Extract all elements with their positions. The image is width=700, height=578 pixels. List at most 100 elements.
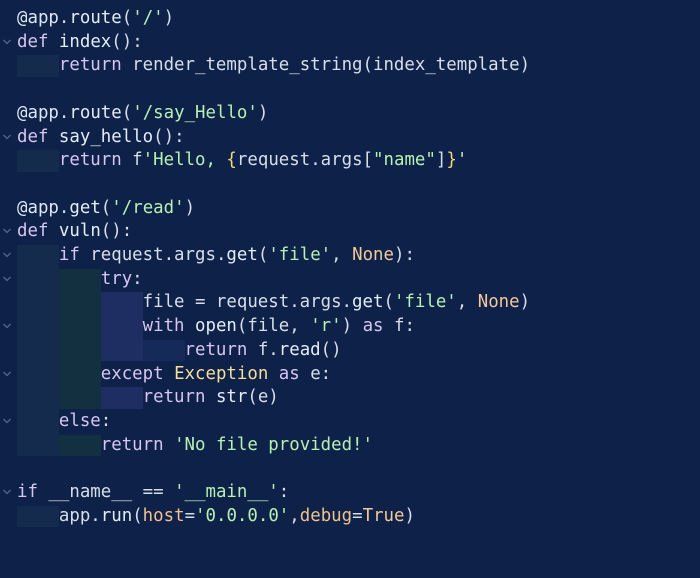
chevron-down-icon[interactable] — [2, 132, 12, 144]
code-token: f — [121, 150, 143, 171]
code-token: get — [69, 197, 101, 218]
code-token: ' — [456, 150, 468, 171]
chevron-down-icon[interactable] — [2, 226, 12, 238]
code-token: 'r' — [310, 316, 342, 337]
code-token: return — [58, 55, 122, 76]
code-token: : — [132, 268, 143, 289]
code-token: file = request.args. — [142, 292, 353, 313]
code-token: except — [100, 363, 164, 384]
code-token: , — [331, 245, 353, 265]
code-line[interactable]: with open(file, 'r') as f: — [143, 314, 415, 338]
code-token: index — [58, 31, 112, 52]
code-line[interactable]: @app.route('/say_Hello') — [17, 101, 268, 125]
code-line[interactable]: return f'Hello, {request.args["name"]}' — [59, 148, 467, 172]
code-line[interactable]: return str(e) — [143, 385, 279, 409]
code-token: f: — [383, 316, 415, 337]
code-token: Exception — [174, 363, 269, 384]
code-token: 'file' — [393, 292, 457, 313]
code-token: 'file' — [268, 245, 332, 265]
code-token: . — [58, 8, 70, 28]
code-token: ) — [184, 197, 196, 218]
code-token: (): — [153, 126, 185, 147]
code-token: (file, — [236, 316, 311, 337]
code-token: : — [278, 482, 290, 502]
code-line[interactable]: except Exception as e: — [101, 362, 331, 386]
code-token: ( — [121, 102, 133, 123]
code-token: ] — [435, 150, 447, 171]
code-token — [205, 387, 215, 407]
indent-guide — [100, 387, 143, 409]
code-token: debug — [299, 505, 353, 526]
code-token: ( — [121, 8, 133, 28]
code-token: route — [69, 8, 122, 28]
code-token: (): — [100, 221, 133, 242]
code-token: return — [58, 150, 122, 171]
code-line[interactable]: def vuln(): — [17, 219, 132, 243]
code-line[interactable]: def index(): — [17, 30, 143, 54]
code-token — [268, 364, 278, 384]
code-token: , — [456, 292, 478, 313]
code-line[interactable]: app.run(host='0.0.0.0',debug=True) — [59, 504, 415, 528]
code-token: ( — [100, 197, 112, 218]
code-token: '/read' — [111, 197, 185, 218]
code-line[interactable]: if request.args.get('file', None): — [59, 243, 415, 267]
code-token: route — [69, 102, 122, 123]
code-token: def — [17, 31, 49, 52]
code-token: def — [17, 126, 49, 147]
code-token: ) — [341, 316, 363, 337]
code-token: return — [100, 434, 164, 455]
code-token: def — [17, 221, 49, 242]
code-token: "name" — [373, 150, 436, 171]
code-line[interactable]: return render_template_string(index_temp… — [59, 53, 530, 77]
code-token: ( — [257, 245, 269, 265]
code-token: str — [215, 387, 248, 408]
code-token: , — [289, 505, 300, 526]
indent-guide — [58, 268, 101, 409]
code-token: ( — [132, 505, 143, 526]
code-token: return — [142, 387, 206, 408]
code-line[interactable]: return 'No file provided!' — [101, 433, 373, 457]
chevron-down-icon[interactable] — [2, 250, 12, 262]
chevron-down-icon[interactable] — [2, 369, 12, 381]
code-line[interactable]: def say_hello(): — [17, 125, 185, 149]
code-token: as — [278, 363, 300, 384]
code-line[interactable]: @app.get('/read') — [17, 196, 195, 220]
chevron-down-icon[interactable] — [2, 274, 12, 286]
code-token: read — [278, 339, 321, 360]
code-token: . — [58, 102, 70, 123]
chevron-down-icon[interactable] — [2, 321, 12, 333]
code-token: () — [320, 339, 342, 360]
code-token: if — [17, 482, 38, 502]
code-token: = — [352, 505, 363, 526]
chevron-down-icon[interactable] — [2, 416, 12, 428]
code-token: True — [362, 505, 405, 526]
code-token: 'No file provided!' — [174, 434, 373, 455]
code-line[interactable]: else: — [59, 409, 111, 433]
code-token: e: — [299, 363, 332, 384]
code-line[interactable]: file = request.args.get('file', None) — [143, 290, 530, 314]
code-token: ): — [394, 245, 415, 265]
indent-guide — [17, 505, 59, 528]
code-token — [164, 435, 174, 455]
code-token: request.args. — [79, 245, 227, 265]
code-token: ) — [163, 8, 175, 28]
code-line[interactable]: return f.read() — [185, 338, 342, 362]
code-line[interactable]: if __name__ == '__main__': — [17, 480, 289, 504]
code-token: say_hello — [58, 126, 154, 147]
code-token — [185, 316, 195, 336]
code-token: '/say_Hello' — [132, 102, 258, 123]
indent-guide — [17, 55, 59, 78]
code-line[interactable]: @app.route('/') — [17, 6, 174, 30]
chevron-down-icon[interactable] — [2, 487, 12, 499]
code-token: app. — [58, 505, 101, 526]
code-line[interactable]: try: — [101, 267, 143, 291]
code-token: try — [100, 268, 133, 289]
code-token: @app — [17, 102, 59, 123]
code-token: ( — [383, 292, 394, 313]
code-token: '0.0.0.0' — [195, 505, 290, 526]
code-token: '__main__' — [174, 482, 279, 502]
code-token: run — [100, 505, 133, 526]
chevron-down-icon[interactable] — [2, 37, 12, 49]
code-token: @app — [17, 197, 59, 218]
